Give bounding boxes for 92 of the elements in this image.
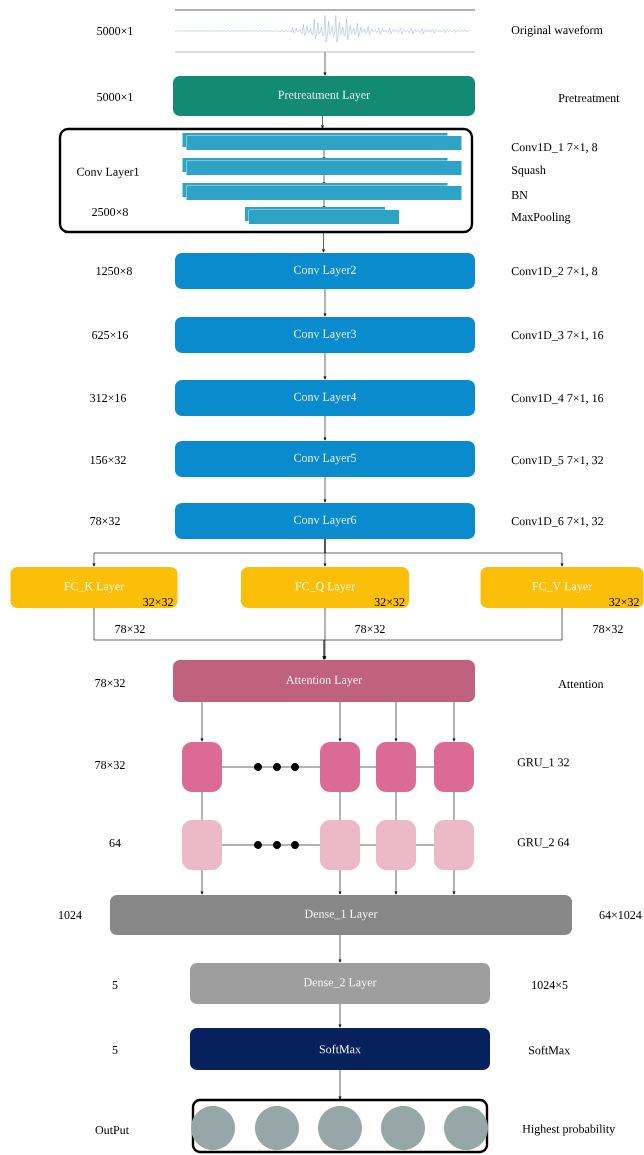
layer-description: Original waveform xyxy=(511,25,603,37)
gru-cell xyxy=(320,820,360,870)
layer-box: Dense_2 Layer xyxy=(190,963,490,1004)
arrow xyxy=(338,934,342,963)
arrow xyxy=(322,231,325,253)
layer-box: Conv Layer6 xyxy=(175,503,475,539)
layer-box: Conv Layer4 xyxy=(175,380,475,416)
arrow xyxy=(323,288,327,317)
layer-description: Conv1D_4 7×1, 16 xyxy=(511,394,604,404)
arrow xyxy=(338,1069,342,1100)
arrow xyxy=(323,415,327,441)
size-label: 64 xyxy=(109,838,121,848)
layer-box: Conv Layer5 xyxy=(175,441,475,477)
layer-description: SoftMax xyxy=(529,1045,571,1055)
output-circle xyxy=(191,1106,235,1150)
feature-bar xyxy=(245,207,400,225)
output-frame xyxy=(191,1098,489,1154)
size-label: 78×32 xyxy=(95,678,125,688)
feature-bar xyxy=(182,133,462,151)
layer-description: Conv1D_2 7×1, 8 xyxy=(511,267,598,277)
output-circle xyxy=(318,1106,362,1150)
arrow xyxy=(452,701,456,742)
size-label: 78×32 xyxy=(95,760,125,770)
layer-box: Pretreatment Layer xyxy=(173,76,475,116)
feature-bar xyxy=(182,183,462,201)
layer-description: BN xyxy=(511,191,528,199)
arrow xyxy=(323,607,327,660)
layer-description: Pretreatment xyxy=(558,94,620,102)
size-label: 1024 xyxy=(59,910,82,920)
layer-description: 64×1024 xyxy=(599,910,642,920)
layer-description: Conv1D_3 7×1, 16 xyxy=(511,331,604,341)
gru-cell xyxy=(434,742,474,792)
gru-cell xyxy=(320,742,360,792)
layer-description: Conv1D_1 7×1, 8 xyxy=(511,143,598,153)
arrow xyxy=(200,869,204,895)
gru-cell xyxy=(182,742,222,792)
gru-cell xyxy=(376,742,416,792)
arrow xyxy=(394,701,398,742)
size-label: 5000×1 xyxy=(97,26,133,36)
size-label: 78×32 xyxy=(90,516,120,526)
size-label: 1250×8 xyxy=(96,266,132,276)
size-label: 156×32 xyxy=(90,455,126,465)
arrow xyxy=(322,174,326,186)
arrow xyxy=(322,149,326,161)
size-label: 5 xyxy=(112,1046,118,1054)
size-label: 78×32 xyxy=(115,624,145,634)
layer-box: FC_Q Layer 32×32 xyxy=(241,567,409,608)
arrow xyxy=(322,607,563,660)
arrow xyxy=(323,352,327,380)
size-label: 78×32 xyxy=(593,624,623,634)
layer-box: Attention Layer xyxy=(173,660,475,702)
layer-box: Conv Layer2 xyxy=(175,253,475,289)
layer-description: 1024×5 xyxy=(532,980,568,990)
layer-description: Squash xyxy=(512,165,546,177)
output-circle xyxy=(444,1106,488,1150)
layer-description: Conv1D_5 7×1, 32 xyxy=(511,456,603,466)
gru-cell xyxy=(376,820,416,870)
layer-description: Attention xyxy=(558,679,604,689)
waveform-drawing xyxy=(174,9,476,53)
size-label: 625×16 xyxy=(92,330,129,340)
layer-box: Conv Layer3 xyxy=(175,317,475,353)
layer-box: SoftMax xyxy=(190,1028,490,1070)
arrow xyxy=(394,869,398,895)
gru-cell xyxy=(434,820,474,870)
arrow xyxy=(338,869,342,895)
layer-description: GRU_2 64 xyxy=(517,838,570,848)
layer-box: Dense_1 Layer xyxy=(110,895,572,935)
arrow xyxy=(323,476,327,503)
arrow xyxy=(322,199,326,210)
arrow xyxy=(321,115,324,129)
size-label: 5000×1 xyxy=(97,92,133,102)
layer-box: FC_V Layer 32×32 xyxy=(480,567,644,608)
layer-description: GRU_1 32 xyxy=(517,758,569,768)
size-label: 5 xyxy=(112,981,118,989)
arrow xyxy=(338,701,342,742)
layer-box: FC_K Layer 32×32 xyxy=(10,567,178,608)
size-label: 312×16 xyxy=(90,393,127,403)
arrow xyxy=(338,1003,342,1028)
arrow xyxy=(200,701,204,742)
layer-description: Conv1D_6 7×1, 32 xyxy=(511,517,603,527)
conv-block-frame: Conv Layer1 2500×8 xyxy=(58,127,474,234)
layer-description: MaxPooling xyxy=(511,212,571,224)
feature-bar xyxy=(182,158,462,176)
output-circle xyxy=(381,1106,425,1150)
arrow xyxy=(323,51,327,76)
output-circle xyxy=(255,1106,299,1150)
layer-description: Highest probability xyxy=(522,1124,616,1136)
gru-cell xyxy=(182,820,222,870)
size-label: OutPut xyxy=(95,1125,129,1135)
arrow xyxy=(324,538,564,567)
arrow xyxy=(452,869,456,895)
size-label: 78×32 xyxy=(355,624,385,634)
